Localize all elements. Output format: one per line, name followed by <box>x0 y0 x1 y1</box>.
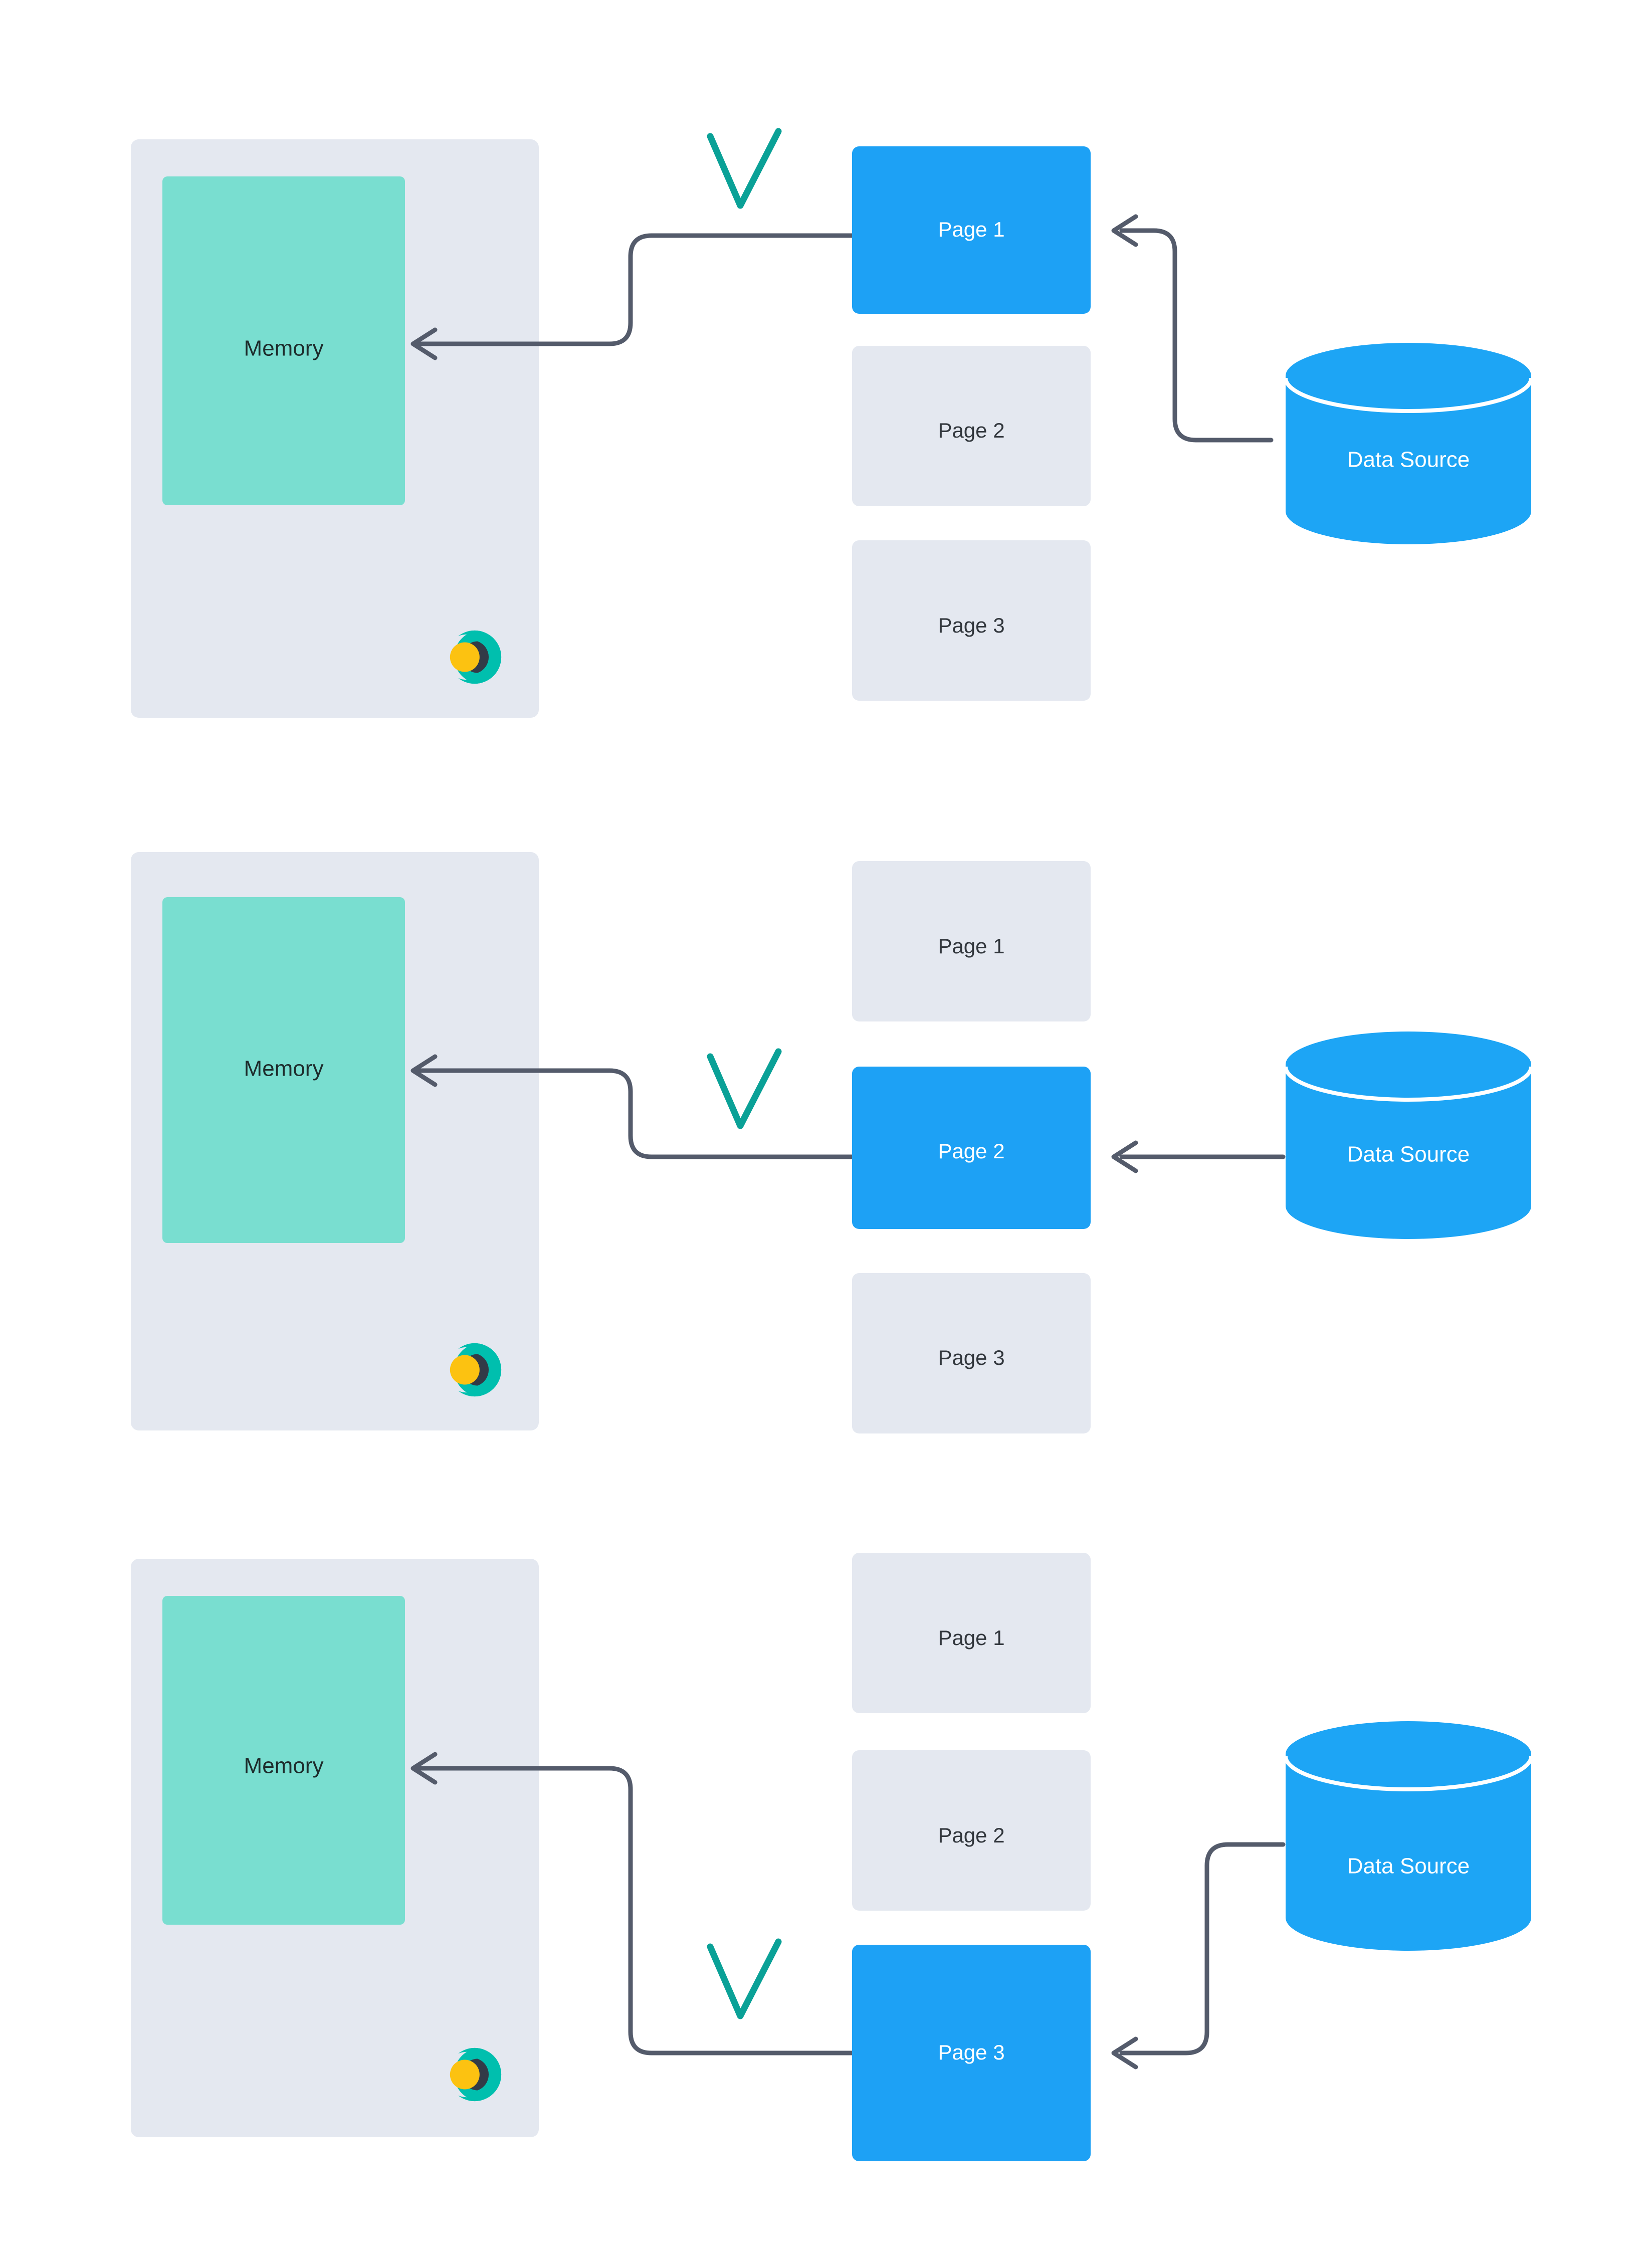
connector-datasource-to-page <box>1119 1842 1286 2056</box>
page-item[interactable]: Page 1 <box>852 146 1091 314</box>
connector-page-to-memory <box>417 233 855 346</box>
check-mark-icon <box>707 1048 782 1129</box>
data-source-cylinder[interactable]: Data Source <box>1284 1721 1533 1951</box>
cylinder-body <box>1286 1065 1531 1239</box>
check-mark-icon <box>707 128 782 209</box>
page-label: Page 2 <box>938 1823 1004 1847</box>
page-item[interactable]: Page 2 <box>852 346 1091 506</box>
cylinder-top-highlight <box>1284 1756 1533 1791</box>
memory-block[interactable] <box>162 176 405 505</box>
arrowhead-into-page <box>1111 214 1138 247</box>
connector-page-to-memory <box>417 1766 855 2056</box>
page-label: Page 1 <box>938 1626 1004 1650</box>
page-box-active[interactable] <box>852 146 1091 314</box>
cylinder-top-highlight <box>1284 1066 1533 1102</box>
cylinder-body <box>1286 1754 1531 1951</box>
connector-datasource-to-page <box>1119 228 1274 443</box>
page-label: Page 3 <box>938 2040 1004 2064</box>
data-source-label: Data Source <box>1347 1142 1470 1167</box>
page-label: Page 1 <box>938 934 1004 958</box>
arrowhead-into-page <box>1111 1140 1138 1173</box>
data-source-cylinder[interactable]: Data Source <box>1284 343 1533 544</box>
check-mark-icon <box>707 1938 782 2019</box>
page-box-active[interactable] <box>852 1945 1091 2161</box>
cylinder-body <box>1286 376 1531 544</box>
page-box[interactable] <box>852 346 1091 506</box>
page-label: Page 2 <box>938 1139 1004 1163</box>
data-source-label: Data Source <box>1347 448 1470 472</box>
page-box[interactable] <box>852 861 1091 1021</box>
memory-label: Memory <box>244 1754 324 1778</box>
arrowhead-into-memory <box>410 1752 438 1785</box>
panel-3: Memory Page 1 Page 2 Page 3 <box>131 1553 1533 2161</box>
page-item[interactable]: Page 2 <box>852 1750 1091 1911</box>
arrowhead-into-memory <box>410 327 438 360</box>
page-box[interactable] <box>852 1750 1091 1911</box>
page-label: Page 2 <box>938 419 1004 442</box>
page-box[interactable] <box>852 540 1091 701</box>
panel-2: Memory Page 1 Page 2 Page 3 <box>131 852 1533 1433</box>
connector-page-to-memory <box>417 1068 855 1159</box>
page-label: Page 1 <box>938 218 1004 241</box>
page-item[interactable]: Page 3 <box>852 1945 1091 2161</box>
data-source-cylinder[interactable]: Data Source <box>1284 1032 1533 1239</box>
arrowhead-into-memory <box>410 1054 438 1087</box>
arrowhead-into-page <box>1111 2036 1138 2070</box>
page-item[interactable]: Page 3 <box>852 1273 1091 1433</box>
cylinder-top <box>1286 1721 1531 1787</box>
cylinder-top-highlight <box>1284 377 1533 413</box>
page-box[interactable] <box>852 1273 1091 1433</box>
page-box-active[interactable] <box>852 1067 1091 1229</box>
memory-block[interactable] <box>162 1596 405 1925</box>
page-item[interactable]: Page 2 <box>852 1067 1091 1229</box>
panel-1: Memory Page 1 Page 2 Pa <box>131 128 1533 718</box>
cylinder-top <box>1286 343 1531 409</box>
page-label: Page 3 <box>938 613 1004 637</box>
page-box[interactable] <box>852 1553 1091 1713</box>
data-source-label: Data Source <box>1347 1854 1470 1879</box>
page-label: Page 3 <box>938 1346 1004 1369</box>
page-item[interactable]: Page 1 <box>852 861 1091 1021</box>
memory-label: Memory <box>244 1057 324 1081</box>
cylinder-top <box>1286 1032 1531 1098</box>
memory-block[interactable] <box>162 897 405 1243</box>
page-item[interactable]: Page 1 <box>852 1553 1091 1713</box>
page-item[interactable]: Page 3 <box>852 540 1091 701</box>
memory-label: Memory <box>244 336 324 361</box>
